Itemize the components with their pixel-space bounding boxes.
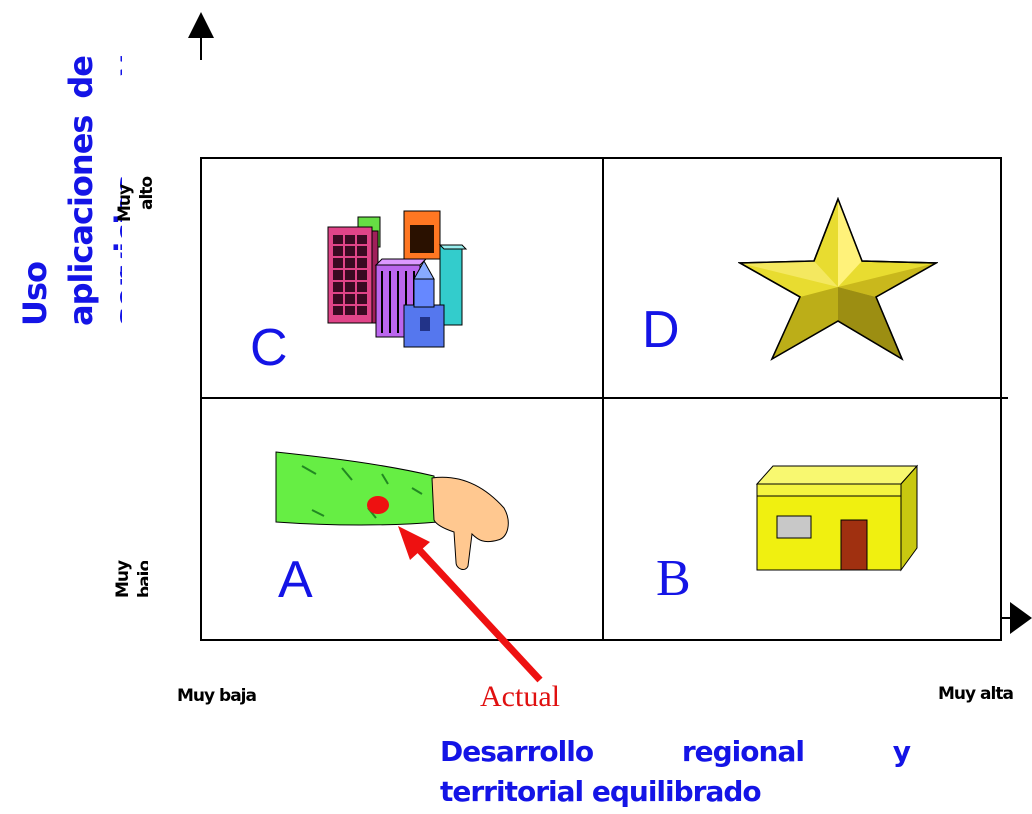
x-low-label: Muy baja [177,686,257,706]
y-low-label-line2: bajo [135,560,148,598]
arm-with-watch-icon [275,451,509,570]
y-low-label-line1: Muy [113,560,133,598]
y-high-label-line1: Muy [115,184,135,222]
x-title-line2: territorial equilibrado [440,775,762,808]
y-low-label: Muy bajo [112,561,148,598]
y-title-line1: Uso [16,261,54,326]
y-title-word: aplicaciones [62,115,100,326]
x-high-label: Muy alta [938,684,1014,704]
y-axis-title: Uso aplicaciones de servicios y [12,26,122,326]
gold-star-icon [738,196,938,361]
actual-pointer-arrow [398,526,543,683]
y-title-line2: aplicaciones de [58,56,104,326]
x-title-word: y [892,735,911,768]
quadrant-grid [200,157,1002,641]
horizontal-divider [200,397,1008,399]
quadrant-letter-b: B [656,550,691,607]
city-buildings-icon [327,210,468,348]
small-house-icon [755,464,919,572]
x-axis-title: Desarrollo regional y territorial equili… [440,732,911,812]
y-high-label-line2: alto [137,176,157,210]
x-title-word: regional [681,735,805,768]
quadrant-letter-a: A [278,551,313,609]
vertical-divider [602,157,604,641]
y-axis-arrow [188,12,214,60]
y-title-word: y [104,56,122,76]
quadrant-letter-d: D [642,301,680,359]
x-axis-arrow [1002,602,1032,634]
x-title-line1: Desarrollo regional y [440,732,911,772]
y-title-word: de [62,56,100,99]
actual-marker-label: Actual [480,680,560,713]
x-title-word: Desarrollo [440,735,594,768]
quadrant-letter-c: C [250,319,288,377]
y-high-label: Muy alto [114,177,158,222]
